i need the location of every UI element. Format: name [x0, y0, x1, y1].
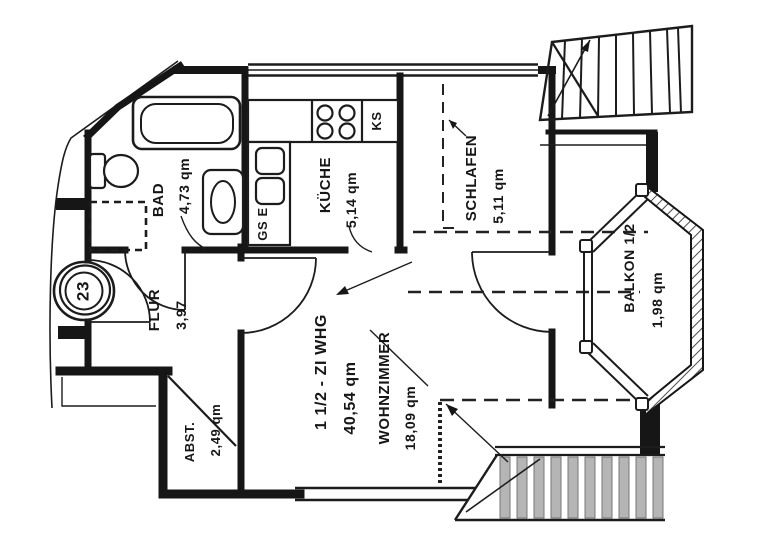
kitchen-sink — [254, 146, 286, 206]
living-room-door-arc — [240, 257, 317, 334]
doors — [87, 249, 553, 447]
apartment-number: 23 — [73, 281, 92, 301]
building-contour-bottom-step — [61, 377, 156, 407]
unit-area: 40,54 qm — [342, 361, 359, 434]
building-outer-contour — [49, 60, 179, 409]
dashed-lines — [408, 84, 652, 486]
bad-area: 4,73 qm — [176, 158, 192, 214]
wohnzimmer-area: 18,09 qm — [402, 386, 418, 451]
shower — [88, 200, 148, 252]
balcony-door-arc — [471, 251, 553, 333]
staircase-top — [538, 24, 694, 122]
room-labels: BAD 4,73 qm GS E KS KÜCHE 5,14 qm SCHLAF… — [146, 111, 665, 462]
roof-corner-arrowhead — [446, 404, 458, 416]
balcony — [579, 182, 704, 418]
apartment-number-badge: 23 — [52, 260, 116, 322]
stairs-up-arrowhead — [581, 40, 590, 52]
washbasin — [201, 168, 245, 236]
stair-steps — [499, 456, 664, 519]
walls — [55, 61, 660, 502]
toilet — [88, 152, 140, 190]
entry-door-arc — [87, 259, 151, 323]
fridge-label: KS — [369, 111, 384, 130]
schlafen-arrowhead — [449, 120, 457, 129]
unit-label: 1 1/2 - ZI WHG — [313, 314, 330, 430]
balkon-area: 1,98 qm — [649, 272, 665, 328]
kueche-area: 5,14 qm — [343, 172, 359, 228]
leader-lines — [180, 119, 509, 463]
stove — [316, 104, 356, 140]
unit-label-arrowhead — [336, 286, 349, 295]
bad-label: BAD — [150, 183, 167, 217]
storage-door-leaf — [167, 375, 237, 447]
schlafen-label: SCHLAFEN — [463, 135, 480, 221]
bathtub — [131, 95, 242, 151]
balcony-railing — [579, 183, 649, 411]
kueche-label: KÜCHE — [317, 157, 334, 213]
flur-label: FLUR — [146, 289, 163, 331]
abstellraum-label: ABST. — [182, 422, 197, 463]
abstellraum-area: 2,49 qm — [208, 404, 223, 457]
sink-dishwasher-label: GS E — [255, 207, 270, 240]
kitchen-fixtures — [246, 98, 400, 247]
flur-area: 3,97 — [173, 300, 189, 330]
wohnzimmer-label: WOHNZIMMER — [376, 332, 393, 445]
schlafen-area: 5,11 qm — [490, 168, 506, 224]
balkon-label: BALKON 1/2 — [621, 223, 637, 312]
staircase-bottom — [453, 445, 665, 522]
bathroom-fixtures — [88, 95, 245, 252]
